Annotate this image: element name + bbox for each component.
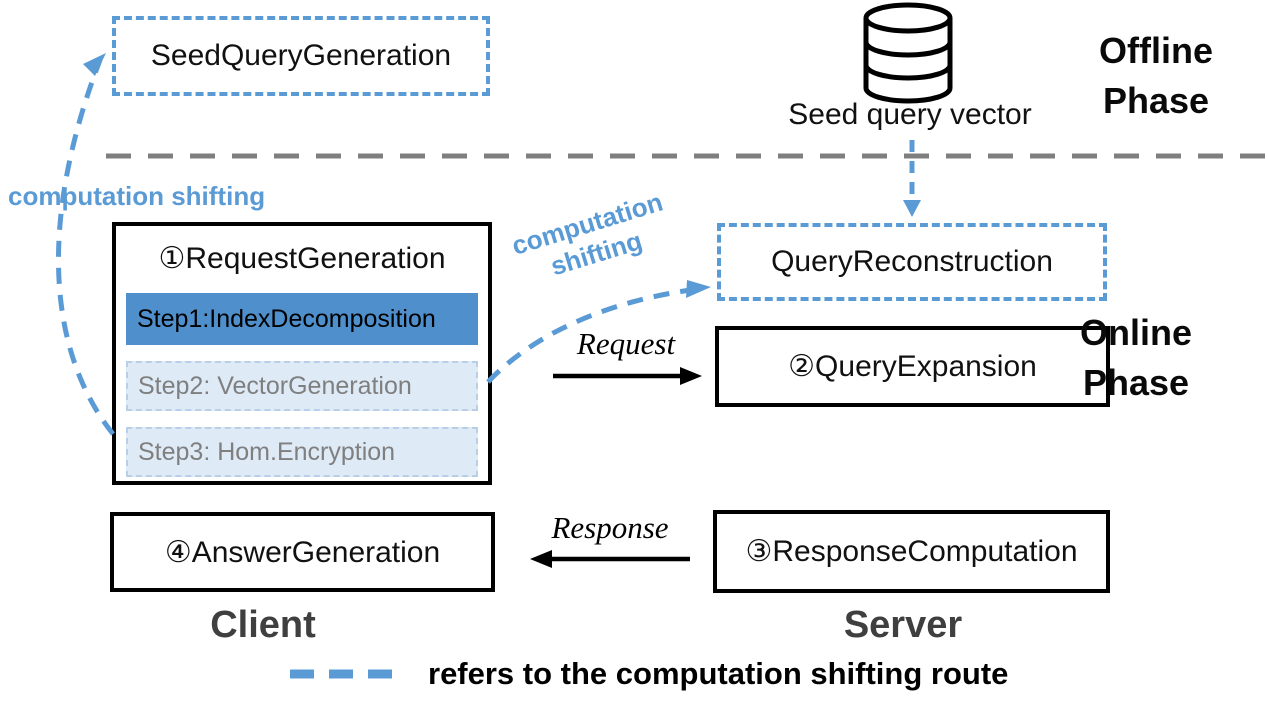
query-reconstruction-box: QueryReconstruction (717, 223, 1107, 301)
step1-index-decomposition: Step1:IndexDecomposition (126, 293, 478, 345)
offline-phase-label: Offline Phase (1076, 26, 1236, 125)
step3-hom-encryption: Step3: Hom.Encryption (126, 427, 478, 477)
step3-label: Step3: Hom.Encryption (138, 437, 396, 466)
step2-label: Step2: VectorGeneration (138, 371, 412, 400)
response-computation-label: ③ResponseComputation (745, 535, 1078, 568)
legend-dash-sample-icon (290, 669, 394, 679)
online-phase-line2: Phase (1082, 361, 1190, 403)
query-reconstruction-label: QueryReconstruction (771, 245, 1053, 278)
request-generation-box: ①RequestGeneration Step1:IndexDecomposit… (112, 222, 492, 485)
response-flow-label: Response (551, 510, 669, 545)
request-generation-title: ①RequestGeneration (158, 242, 446, 275)
online-phase-line1: Online (1079, 312, 1192, 353)
response-arrow (530, 550, 690, 568)
legend: refers to the computation shifting route (288, 656, 1008, 692)
request-flow-label: Request (576, 326, 676, 361)
offline-phase-line1: Offline (1099, 30, 1213, 71)
query-expansion-box: ②QueryExpansion (715, 326, 1110, 407)
computation-shifting-label-rotated: computation shifting (491, 181, 693, 297)
answer-generation-label: ④AnswerGeneration (164, 535, 441, 569)
legend-text: refers to the computation shifting route (428, 656, 1009, 691)
step1-label: Step1:IndexDecomposition (137, 304, 436, 333)
step2-vector-generation: Step2: VectorGeneration (126, 361, 478, 411)
answer-generation-box: ④AnswerGeneration (110, 512, 495, 592)
response-computation-box: ③ResponseComputation (713, 510, 1110, 593)
server-label: Server (843, 604, 963, 646)
seed-query-generation-box: SeedQueryGeneration (112, 16, 490, 96)
online-phase-label: Online Phase (1056, 308, 1216, 407)
computation-shifting-label-left: computation shifting (8, 181, 266, 211)
computation-shifting-arrow-left (56, 53, 115, 436)
offline-phase-line2: Phase (1102, 79, 1210, 121)
query-expansion-label: ②QueryExpansion (788, 350, 1037, 383)
request-arrow (553, 367, 702, 385)
client-label: Client (210, 604, 316, 646)
seed-vector-down-arrow (903, 140, 921, 217)
seed-query-vector-label: Seed query vector (788, 98, 1032, 131)
seed-query-generation-label: SeedQueryGeneration (150, 39, 452, 72)
database-cylinder-icon (860, 2, 956, 109)
